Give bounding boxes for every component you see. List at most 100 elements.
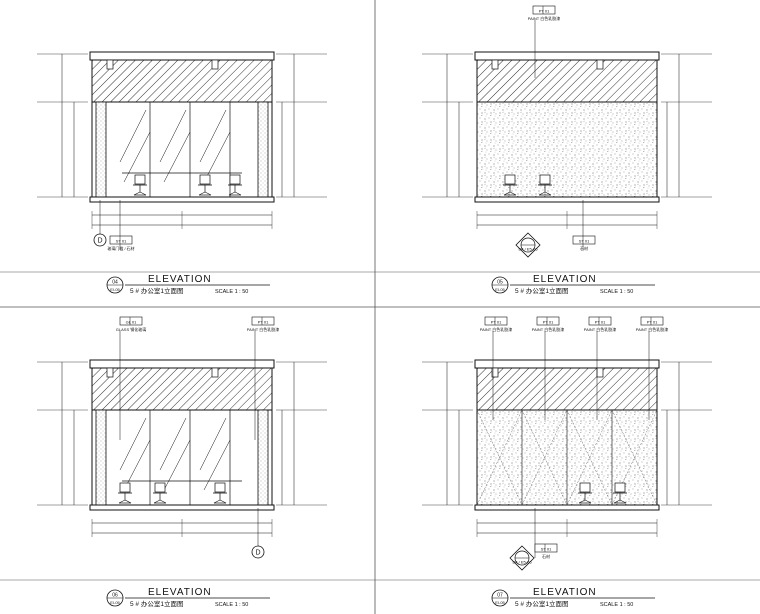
callout-desc: GLASS 钢化玻璃 (116, 326, 146, 332)
ceiling-hatch (91, 57, 273, 103)
callout-desc: 石材 (580, 245, 588, 251)
callout-desc: PAINT 白色乳胶漆 (584, 326, 617, 332)
callout-desc: PAINT 白色乳胶漆 (528, 15, 561, 21)
elevation-number: 06 (112, 593, 118, 599)
callout-code: PT 01 (491, 320, 502, 325)
callout-desc: PAINT 白色乳胶漆 (480, 326, 513, 332)
elevation-subtitle: 5 # 办公室1立面图 (130, 599, 183, 608)
callout-code: GL 01 (126, 320, 138, 325)
callout-box (251, 316, 275, 326)
drawing-ref: EI-05 (495, 287, 505, 292)
callout-desc: PAINT 白色乳胶漆 (532, 326, 565, 332)
chair-leg (219, 499, 227, 504)
chair-leg (228, 191, 236, 196)
chair-leg (204, 191, 212, 196)
downlight-icon (106, 59, 114, 70)
grid-marker (251, 545, 265, 559)
chair-back (579, 482, 591, 493)
chair-icon (503, 174, 517, 196)
glass-wall (91, 409, 273, 506)
column-right (257, 409, 269, 506)
chair-leg (584, 499, 592, 504)
chair-leg (139, 191, 147, 196)
chair-leg (133, 191, 141, 196)
chair-back (539, 174, 551, 185)
callout-code: PT 01 (595, 320, 606, 325)
callout-box (109, 235, 133, 245)
glass-reflection (203, 131, 231, 183)
drawing-ref: EI-05 (110, 287, 120, 292)
chair-back (199, 174, 211, 185)
ceiling-cap (474, 359, 660, 369)
callout-desc: 玻璃门槛 / 石材 (107, 245, 134, 251)
glass-reflection (203, 439, 231, 491)
drawing-ref: EI-05 (110, 600, 120, 605)
callout-code: PT 01 (539, 9, 550, 14)
ceiling-hatch (476, 365, 658, 411)
chair-back (119, 482, 131, 493)
chair-leg (544, 191, 552, 196)
chair-leg (234, 191, 242, 196)
callout-code: PT 01 (258, 320, 269, 325)
ceiling-cap (89, 359, 275, 369)
floor-base (89, 504, 275, 511)
glass-reflection (159, 417, 187, 471)
ceiling-hatch (476, 57, 658, 103)
chair-icon (153, 482, 167, 504)
chair-leg (503, 191, 511, 196)
chair-icon (213, 482, 227, 504)
glass-reflection (123, 131, 151, 183)
elevation-title: ELEVATION (533, 274, 597, 285)
chair-leg (124, 499, 132, 504)
chair-back (154, 482, 166, 493)
panel-pattern (521, 409, 568, 506)
chair-back (134, 174, 146, 185)
chair-leg (213, 499, 221, 504)
chair-leg (613, 499, 621, 504)
elevation-subtitle: 5 # 办公室1立面图 (515, 599, 568, 608)
ceiling-cap (474, 51, 660, 61)
panel-pattern (476, 409, 523, 506)
callout-box (484, 316, 508, 326)
glass-reflection (119, 109, 147, 163)
chair-leg (578, 499, 586, 504)
grid-marker (93, 233, 107, 247)
glass-reflection (199, 417, 227, 471)
callout-box (532, 5, 556, 15)
callout-code: ST 01 (579, 239, 590, 244)
elevation-number: 04 (112, 280, 118, 286)
callout-box (640, 316, 664, 326)
chair-back (614, 482, 626, 493)
chair-icon (613, 482, 627, 504)
callout-box (119, 316, 143, 326)
downlight-icon (491, 367, 499, 378)
column-left (95, 101, 107, 198)
chair-icon (228, 174, 242, 196)
callout-code: PT 01 (647, 320, 658, 325)
callout-desc: 石材 (542, 553, 550, 559)
elevation-number: 07 (497, 593, 503, 599)
callout-code: ST 01 (541, 547, 552, 552)
downlight-icon (106, 367, 114, 378)
callout-desc: PAINT 白色乳胶漆 (636, 326, 669, 332)
chair-icon (198, 174, 212, 196)
grid-marker-label: D (255, 550, 260, 557)
floor-base (89, 196, 275, 203)
glass-wall (91, 101, 273, 198)
callout-code: PT 01 (543, 320, 554, 325)
downlight-icon (211, 59, 219, 70)
floor-base (474, 196, 660, 203)
glass-reflection (119, 417, 147, 471)
chair-leg (159, 499, 167, 504)
